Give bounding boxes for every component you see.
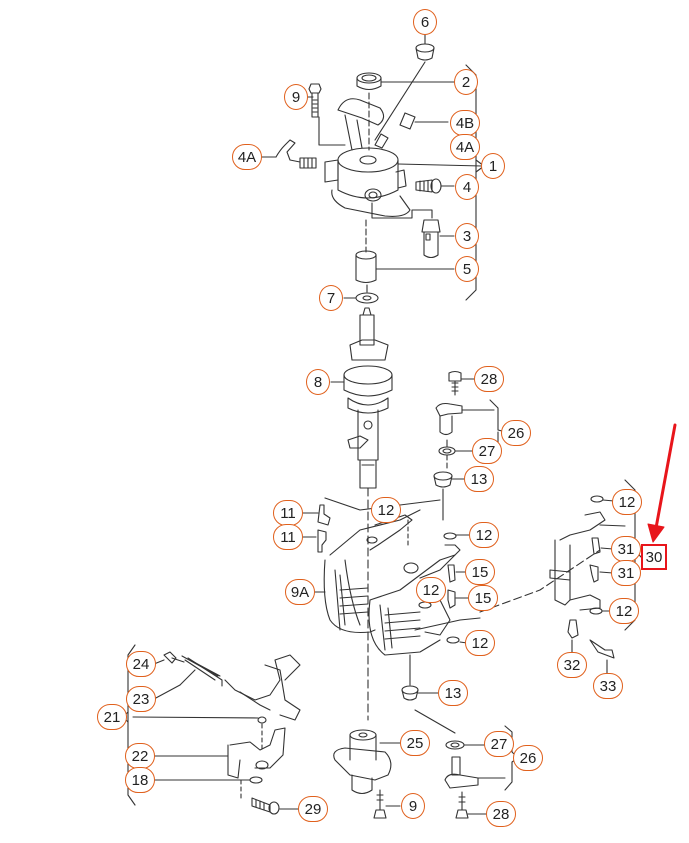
callout-part-26[interactable]: 26 [513, 745, 543, 771]
callout-part-8[interactable]: 8 [306, 369, 330, 395]
callout-part-13[interactable]: 13 [438, 680, 468, 706]
callout-part-7[interactable]: 7 [319, 285, 343, 311]
callout-part-28[interactable]: 28 [486, 801, 516, 827]
callout-part-18[interactable]: 18 [125, 767, 155, 793]
callout-part-32[interactable]: 32 [557, 652, 587, 678]
part-9-bolt [306, 83, 346, 146]
part-5-sleeve [355, 219, 455, 284]
callout-part-6[interactable]: 6 [413, 9, 437, 35]
callout-part-15[interactable]: 15 [468, 585, 498, 611]
callout-part-15[interactable]: 15 [465, 559, 495, 585]
callout-part-27[interactable]: 27 [484, 731, 514, 757]
callout-part-33[interactable]: 33 [593, 673, 623, 699]
callout-part-9[interactable]: 9 [284, 84, 308, 110]
callout-part-11[interactable]: 11 [273, 500, 303, 526]
part-26-detent-lower [414, 709, 519, 819]
callout-part-13[interactable]: 13 [464, 466, 494, 492]
highlighted-callout-30[interactable]: 30 [641, 544, 667, 570]
callout-part-31[interactable]: 31 [611, 560, 641, 586]
part-25-bearing [333, 729, 403, 819]
callout-part-26[interactable]: 26 [501, 420, 531, 446]
callout-part-12[interactable]: 12 [465, 630, 495, 656]
callout-part-25[interactable]: 25 [400, 730, 430, 756]
callout-part-2[interactable]: 2 [454, 69, 478, 95]
callout-part-12[interactable]: 12 [371, 497, 401, 523]
callout-part-11[interactable]: 11 [273, 524, 303, 550]
callout-part-1[interactable]: 1 [481, 153, 505, 179]
part-1-housing [324, 98, 483, 217]
callout-part-21[interactable]: 21 [97, 704, 127, 730]
callout-part-27[interactable]: 27 [472, 438, 502, 464]
part-3-sensor [371, 202, 455, 259]
part-21-selector [122, 644, 301, 815]
part-8-shaft [330, 307, 393, 489]
part-11-pins [300, 497, 441, 553]
callout-part-9[interactable]: 9 [401, 793, 425, 819]
callout-part-3[interactable]: 3 [455, 223, 479, 249]
part-7-washer [343, 284, 379, 304]
callout-part-4a[interactable]: 4A [450, 134, 480, 160]
callout-part-4b[interactable]: 4B [450, 110, 480, 136]
callout-part-28[interactable]: 28 [474, 366, 504, 392]
callout-part-4a[interactable]: 4A [232, 144, 262, 170]
part-2-plug [356, 72, 456, 151]
callout-part-12[interactable]: 12 [609, 598, 639, 624]
callout-part-12[interactable]: 12 [416, 577, 446, 603]
callout-part-5[interactable]: 5 [455, 256, 479, 282]
part-4-screw [415, 178, 455, 194]
callout-part-22[interactable]: 22 [125, 743, 155, 769]
callout-part-12[interactable]: 12 [469, 522, 499, 548]
part-4a-hose-fitting [261, 139, 317, 169]
callout-part-23[interactable]: 23 [126, 686, 156, 712]
callout-part-24[interactable]: 24 [126, 651, 156, 677]
callout-part-31[interactable]: 31 [611, 536, 641, 562]
part-6-cap [374, 32, 435, 141]
callout-part-12[interactable]: 12 [612, 489, 642, 515]
callout-part-9a[interactable]: 9A [285, 579, 315, 605]
callout-part-29[interactable]: 29 [298, 796, 328, 822]
callout-part-4[interactable]: 4 [455, 174, 479, 200]
highlight-arrow [647, 423, 677, 543]
